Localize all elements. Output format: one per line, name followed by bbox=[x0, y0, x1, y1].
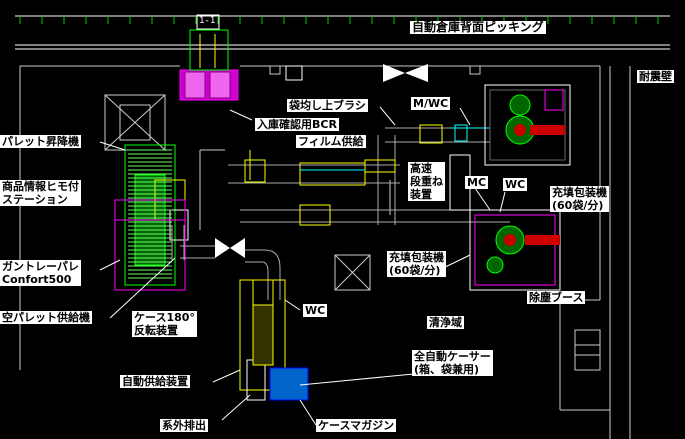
label-high-speed-stacker: 高速 段重ね 装置 bbox=[408, 162, 445, 201]
label-auto-caser: 全自動ケーサー (箱、袋兼用) bbox=[412, 350, 493, 376]
label-quake-wall: 耐震壁 bbox=[637, 70, 674, 83]
label-id-station: 商品情報ヒモ付 ステーション bbox=[0, 180, 81, 206]
storage-entry-unit bbox=[179, 14, 239, 101]
gantry-frame bbox=[114, 199, 186, 291]
label-filler-mid: 充填包装機 (60袋/分) bbox=[387, 251, 446, 277]
overhead-rail bbox=[15, 15, 670, 50]
label-exhaust: 系外排出 bbox=[160, 419, 208, 432]
label-bag-brush: 袋均し上ブラシ bbox=[287, 99, 368, 112]
label-clean-area: 清浄域 bbox=[427, 316, 464, 329]
label-filler-top: 充填包装機 (60袋/分) bbox=[550, 186, 609, 212]
label-dust-booth: 除塵ブース bbox=[527, 291, 586, 304]
bcr-box bbox=[285, 65, 303, 81]
case-magazine-unit bbox=[246, 304, 309, 401]
label-wc-mid: WC bbox=[303, 304, 328, 317]
label-back-picking: 自動倉庫背面ピッキング bbox=[410, 20, 546, 34]
filling-machine-mid bbox=[469, 209, 561, 291]
label-mwc: M/WC bbox=[411, 97, 451, 110]
label-film-supply: フィルム供給 bbox=[296, 135, 366, 148]
ceiling-tag: 1-1 bbox=[199, 16, 216, 26]
conveyors bbox=[171, 124, 510, 391]
label-mc: MC bbox=[465, 176, 489, 189]
building-walls bbox=[19, 65, 631, 439]
label-bcr: 入庫確認用BCR bbox=[255, 118, 339, 131]
valve-symbol bbox=[215, 64, 428, 258]
label-case-turn: ケース180° 反転装置 bbox=[132, 311, 197, 337]
pallet-conveyor-rollers bbox=[128, 149, 172, 279]
label-gantry: ガントレーパレ Confort500 bbox=[0, 260, 81, 286]
label-pallet-lift: パレット昇降機 bbox=[0, 135, 81, 148]
label-auto-feed: 自動供給装置 bbox=[120, 375, 190, 388]
columns bbox=[104, 94, 601, 371]
rail-ticks bbox=[19, 16, 659, 24]
label-wc-top: WC bbox=[503, 178, 528, 191]
filling-machine-top bbox=[484, 84, 571, 166]
label-case-magazine: ケースマガジン bbox=[316, 419, 397, 432]
label-empty-pallet: 空パレット供給機 bbox=[0, 311, 92, 324]
